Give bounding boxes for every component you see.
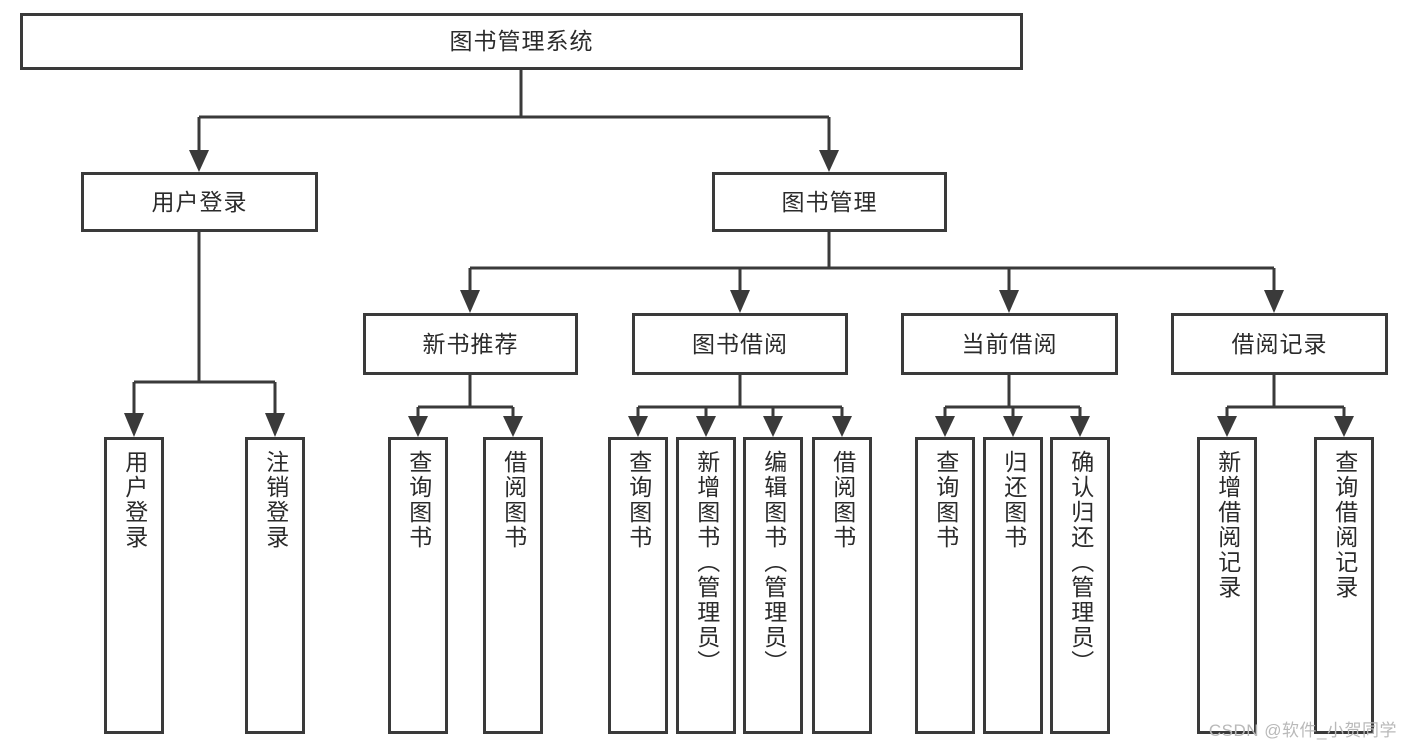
arrow-bb-1 [628, 416, 648, 437]
leaf-current-borrow-1-label: 查询图书 [932, 450, 959, 550]
leaf-borrow-record-2-label: 查询借阅记录 [1331, 450, 1358, 600]
node-book-management[interactable]: 图书管理 [712, 172, 947, 232]
node-user-login-label: 用户登录 [151, 188, 248, 215]
arrow-bb-4 [832, 416, 852, 437]
leaf-user-login-2[interactable]: 注销登录 [245, 437, 305, 734]
leaf-new-book-recommend-1-label: 查询图书 [405, 450, 432, 550]
leaf-current-borrow-3-label: 确认归还（管理员） [1067, 450, 1094, 675]
arrow-l3-4 [1264, 290, 1284, 313]
arrow-ul-1 [124, 413, 144, 437]
arrow-nbr-1 [408, 416, 428, 437]
leaf-current-borrow-2[interactable]: 归还图书 [983, 437, 1043, 734]
arrow-ul-2 [265, 413, 285, 437]
leaf-user-login-1[interactable]: 用户登录 [104, 437, 164, 734]
leaf-user-login-1-label: 用户登录 [121, 450, 148, 550]
leaf-book-borrow-1[interactable]: 查询图书 [608, 437, 668, 734]
node-book-management-label: 图书管理 [781, 188, 878, 215]
leaf-user-login-2-label: 注销登录 [262, 450, 289, 550]
leaf-current-borrow-2-label: 归还图书 [1000, 450, 1027, 550]
arrow-l3-1 [460, 290, 480, 313]
leaf-book-borrow-2[interactable]: 新增图书（管理员） [676, 437, 736, 734]
arrow-cb-3 [1070, 416, 1090, 437]
node-book-borrow[interactable]: 图书借阅 [632, 313, 848, 375]
node-borrow-record[interactable]: 借阅记录 [1171, 313, 1388, 375]
arrow-l3-2 [730, 290, 750, 313]
leaf-borrow-record-2[interactable]: 查询借阅记录 [1314, 437, 1374, 734]
leaf-new-book-recommend-2[interactable]: 借阅图书 [483, 437, 543, 734]
arrow-l3-3 [999, 290, 1019, 313]
leaf-book-borrow-4-label: 借阅图书 [829, 450, 856, 550]
arrow-cb-1 [935, 416, 955, 437]
leaf-borrow-record-1[interactable]: 新增借阅记录 [1197, 437, 1257, 734]
node-root-label: 图书管理系统 [449, 28, 594, 55]
leaf-new-book-recommend-1[interactable]: 查询图书 [388, 437, 448, 734]
leaf-borrow-record-1-label: 新增借阅记录 [1214, 450, 1241, 600]
arrow-br-2 [1334, 416, 1354, 437]
watermark: CSDN @软件_小贺同学 [1208, 721, 1397, 740]
arrow-book-mgmt [819, 150, 839, 172]
arrow-nbr-2 [503, 416, 523, 437]
leaf-current-borrow-1[interactable]: 查询图书 [915, 437, 975, 734]
node-current-borrow-label: 当前借阅 [961, 330, 1058, 357]
leaf-book-borrow-1-label: 查询图书 [625, 450, 652, 550]
arrow-bb-3 [763, 416, 783, 437]
node-root[interactable]: 图书管理系统 [20, 13, 1023, 70]
arrow-bb-2 [696, 416, 716, 437]
node-borrow-record-label: 借阅记录 [1231, 330, 1328, 357]
arrow-user-login [189, 150, 209, 172]
arrow-br-1 [1217, 416, 1237, 437]
node-user-login[interactable]: 用户登录 [81, 172, 318, 232]
node-new-book-recommend[interactable]: 新书推荐 [363, 313, 578, 375]
leaf-book-borrow-3-label: 编辑图书（管理员） [760, 450, 787, 675]
node-new-book-recommend-label: 新书推荐 [422, 330, 519, 357]
leaf-book-borrow-3[interactable]: 编辑图书（管理员） [743, 437, 803, 734]
leaf-new-book-recommend-2-label: 借阅图书 [500, 450, 527, 550]
node-book-borrow-label: 图书借阅 [692, 330, 788, 357]
node-current-borrow[interactable]: 当前借阅 [901, 313, 1118, 375]
leaf-book-borrow-4[interactable]: 借阅图书 [812, 437, 872, 734]
arrow-cb-2 [1003, 416, 1023, 437]
leaf-current-borrow-3[interactable]: 确认归还（管理员） [1050, 437, 1110, 734]
leaf-book-borrow-2-label: 新增图书（管理员） [693, 450, 720, 675]
